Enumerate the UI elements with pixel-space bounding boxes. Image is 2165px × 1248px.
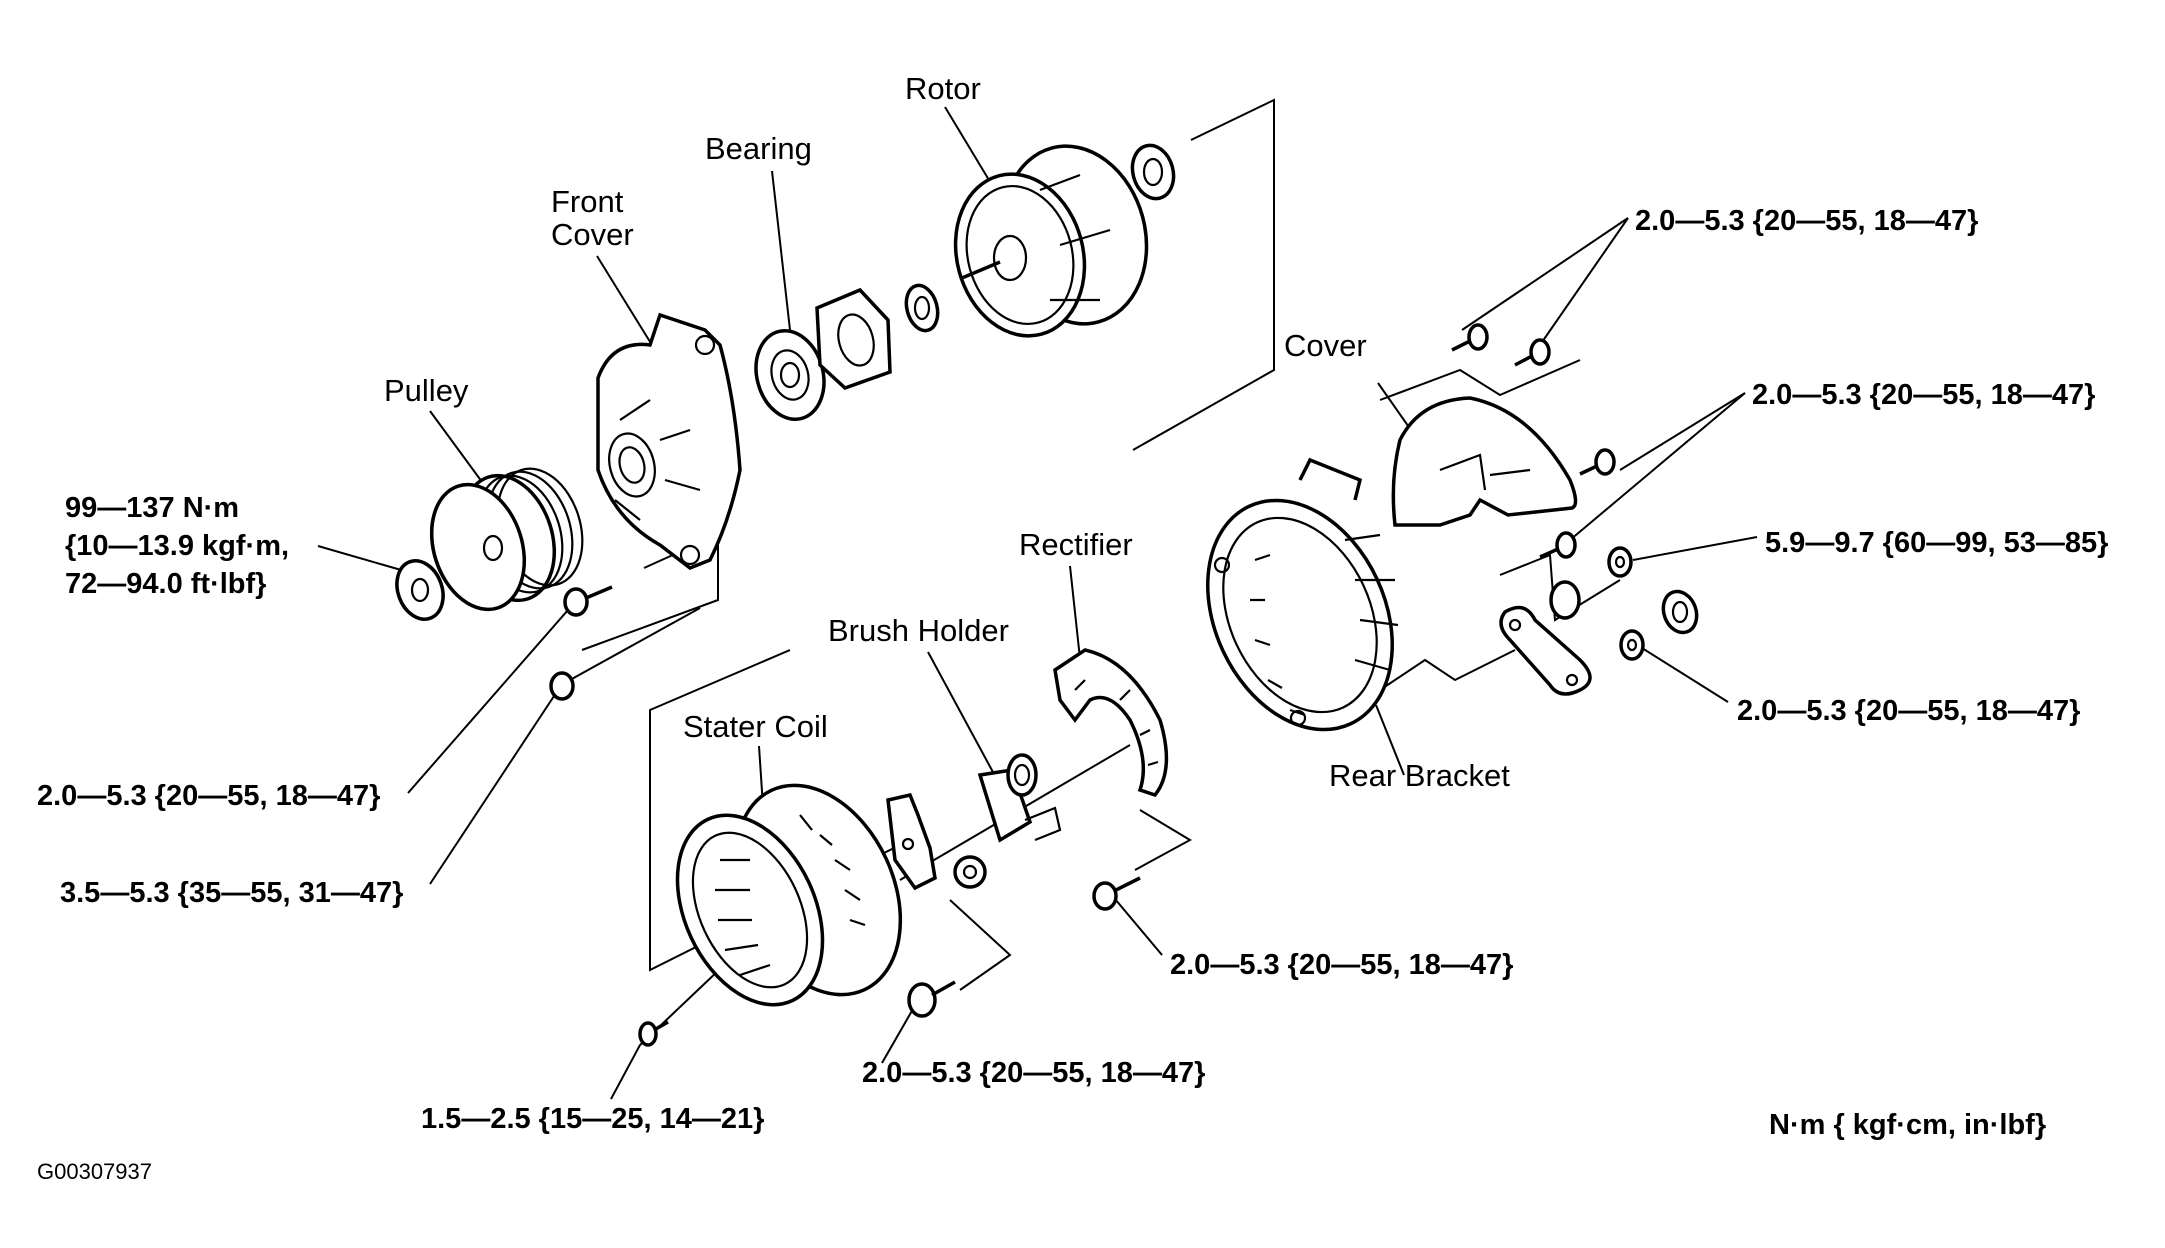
stator-coil <box>675 783 903 1007</box>
torque-cover-bolts-upper: 2.0—5.3 {20—55, 18—47} <box>1635 205 1978 237</box>
cover-bolt-4 <box>1539 531 1577 559</box>
figure-id: G00307937 <box>37 1159 152 1184</box>
front-cover <box>596 312 742 570</box>
torque-front-bolt: 2.0—5.3 {20—55, 18—47} <box>37 780 380 812</box>
bushing <box>1661 589 1699 635</box>
stator-screw <box>638 1020 669 1047</box>
rotor <box>953 144 1149 338</box>
rear-bearing <box>1130 143 1176 201</box>
torque-pulley-nut-3: 72—94.0 ft·lbf} <box>65 568 266 600</box>
bearing-retainer <box>815 287 892 391</box>
label-pulley: Pulley <box>384 373 469 408</box>
label-rear-bracket: Rear Bracket <box>1329 758 1510 793</box>
rectifier-bolt <box>1092 876 1141 911</box>
leader-lines <box>317 106 1758 1100</box>
pulley <box>429 467 584 612</box>
cover-bolt-1 <box>1451 323 1489 352</box>
front-bolt-short <box>563 585 613 617</box>
torque-stator-screw: 1.5—2.5 {15—25, 14—21} <box>421 1103 764 1135</box>
rear-bracket <box>1206 457 1399 732</box>
insulator-plate <box>886 792 937 891</box>
units-legend: N·m { kgf·cm, in·lbf} <box>1769 1109 2046 1141</box>
brush-screw <box>907 980 956 1018</box>
torque-pulley-nut-2: {10—13.9 kgf·m, <box>65 530 289 562</box>
label-rectifier: Rectifier <box>1019 527 1133 562</box>
label-bearing: Bearing <box>705 131 812 166</box>
bracket-nut <box>1619 629 1645 661</box>
label-rotor: Rotor <box>905 71 981 106</box>
label-front-cover-2: Cover <box>551 217 634 252</box>
rear-cover <box>1391 396 1578 527</box>
brush-clip <box>953 855 987 889</box>
torque-brush-screw: 2.0—5.3 {20—55, 18—47} <box>862 1057 1205 1089</box>
pulley-nut <box>395 559 445 621</box>
label-stater-coil: Stater Coil <box>683 709 828 744</box>
rectifier <box>1053 648 1169 798</box>
terminal-nut <box>1607 546 1633 578</box>
label-front-cover-1: Front <box>551 184 624 219</box>
label-brush-holder: Brush Holder <box>828 613 1009 648</box>
torque-terminal-nut: 5.9—9.7 {60—99, 53—85} <box>1765 527 2108 559</box>
torque-bracket-nut: 2.0—5.3 {20—55, 18—47} <box>1737 695 2080 727</box>
torque-through-bolt: 3.5—5.3 {35—55, 31—47} <box>60 877 403 909</box>
spacer-ring <box>904 283 940 333</box>
torque-cover-bolts-lower: 2.0—5.3 {20—55, 18—47} <box>1752 379 2095 411</box>
torque-rectifier-bolt: 2.0—5.3 {20—55, 18—47} <box>1170 949 1513 981</box>
front-through-bolt <box>549 607 701 701</box>
label-cover: Cover <box>1284 328 1367 363</box>
brush-holder <box>977 753 1062 843</box>
cover-bolt-3 <box>1579 448 1616 476</box>
torque-pulley-nut-1: 99—137 N·m <box>65 492 239 524</box>
cover-bolt-2 <box>1514 338 1551 367</box>
mounting-bracket-arm <box>1499 580 1592 696</box>
